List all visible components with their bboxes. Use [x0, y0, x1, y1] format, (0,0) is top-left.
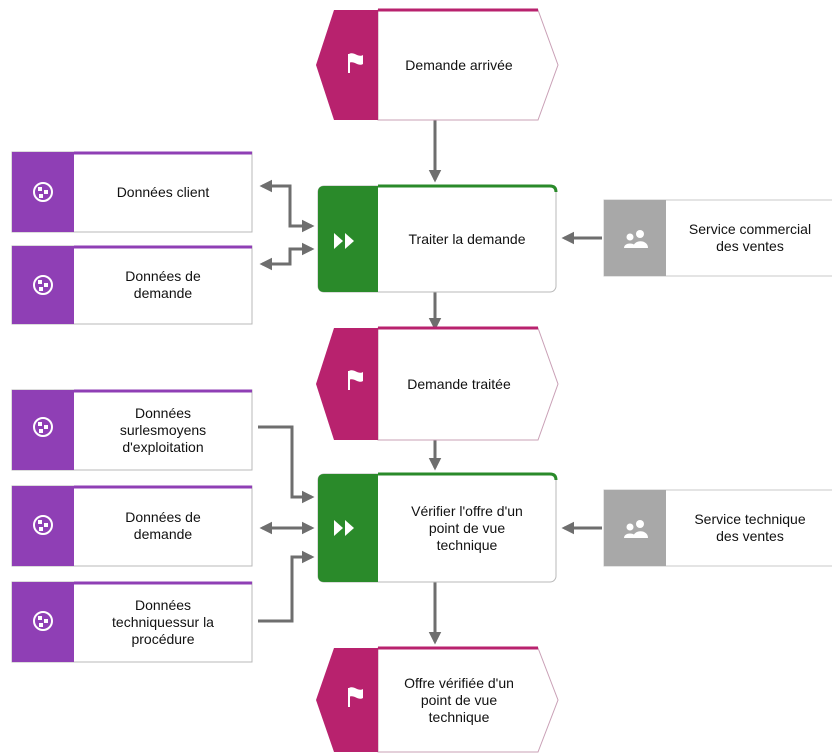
event-label-demande-traitee: Demande traitée: [407, 375, 511, 392]
data-connector-demande-1: [259, 242, 315, 271]
data-connector-moyens: [258, 425, 315, 504]
org-label-service-commercial: Service commercial des ventes: [688, 221, 812, 254]
event-offre-verifiee[interactable]: [316, 646, 559, 753]
data-label-donnees-demande-2: Données de demande: [125, 509, 201, 542]
data-label-donnees-demande-1: Données de demande: [125, 268, 201, 301]
data-label-donnees-moyens: Données surlesmoyens d'exploitation: [119, 404, 207, 455]
data-connector-client: [259, 179, 315, 233]
function-verifier-offre[interactable]: [317, 472, 558, 583]
data-donnees-demande-1[interactable]: [11, 245, 253, 325]
function-label-traiter: Traiter la demande: [408, 230, 526, 247]
event-demande-arrivee[interactable]: [316, 8, 559, 121]
data-label-donnees-client: Données client: [116, 183, 210, 200]
org-service-commercial[interactable]: [603, 199, 832, 277]
data-label-donnees-procedure: Données techniquessur la procédure: [112, 596, 214, 647]
event-label-demande-arrivee: Demande arrivée: [405, 56, 513, 73]
event-demande-traitee[interactable]: [316, 326, 559, 441]
connectors: [258, 120, 602, 645]
data-donnees-procedure[interactable]: [11, 581, 253, 663]
data-connector-procedure: [258, 550, 315, 623]
function-traiter-demande[interactable]: [317, 184, 558, 293]
org-service-technique[interactable]: [603, 489, 832, 567]
function-label-verifier: Vérifier l'offre d'un point de vue techn…: [411, 502, 523, 553]
event-label-offre-verifiee: Offre vérifiée d'un point de vue techniq…: [404, 674, 514, 725]
data-donnees-client[interactable]: [11, 151, 253, 233]
org-label-service-technique: Service technique des ventes: [694, 511, 806, 544]
data-donnees-moyens[interactable]: [11, 389, 253, 471]
data-donnees-demande-2[interactable]: [11, 485, 253, 567]
